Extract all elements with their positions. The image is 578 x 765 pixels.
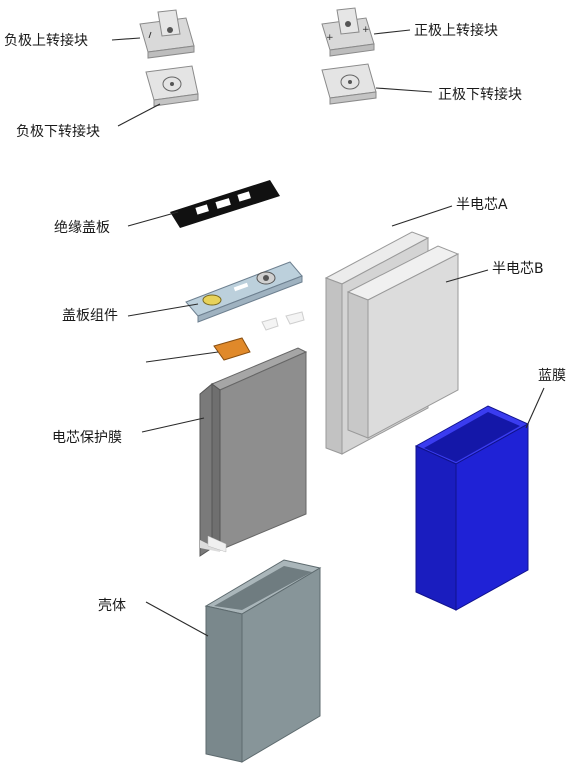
- pos-lower-tab-label: 正极下转接块: [438, 86, 522, 103]
- insulation-cover-label: 绝缘盖板: [54, 220, 110, 236]
- tab-connector-part: [213, 337, 251, 361]
- core-protect-film-leader: [141, 417, 205, 433]
- half-core-b-label: 半电芯B: [492, 261, 544, 277]
- neg-upper-tab-leader: [111, 37, 141, 41]
- neg-lower-tab-part: [145, 65, 199, 107]
- core-protect-film-label: 电芯保护膜: [52, 430, 122, 446]
- pos-upper-tab-leader: [373, 29, 411, 35]
- connector-shards: [261, 311, 305, 331]
- cover-assembly-leader: [127, 303, 199, 317]
- half-core-a-leader: [391, 205, 453, 227]
- svg-text:+: +: [326, 33, 334, 43]
- pos-upper-tab-part: + +: [321, 7, 375, 57]
- cover-assembly-part: [185, 261, 303, 323]
- neg-upper-tab-part: [139, 9, 195, 59]
- shell-label: 壳体: [98, 597, 126, 614]
- tab-connector-leader: [145, 351, 219, 363]
- core-protect-film-part: [199, 347, 308, 557]
- pos-lower-tab-part: [321, 63, 377, 105]
- blue-film-label: 蓝膜: [538, 368, 566, 384]
- half-core-b-part: [346, 245, 460, 439]
- half-core-a-label: 半电芯A: [456, 197, 508, 213]
- shell-part: [204, 559, 322, 763]
- pos-upper-tab-label: 正极上转接块: [414, 22, 498, 39]
- neg-lower-tab-label: 负极下转接块: [16, 123, 100, 140]
- insulation-cover-part: [170, 180, 280, 228]
- svg-text:+: +: [362, 25, 370, 35]
- half-core-b-leader: [445, 269, 489, 283]
- pos-lower-tab-leader: [375, 87, 433, 93]
- cover-assembly-label: 盖板组件: [62, 308, 118, 324]
- blue-film-part: [414, 405, 530, 611]
- insulation-cover-leader: [127, 211, 179, 227]
- neg-upper-tab-label: 负极上转接块: [4, 32, 88, 49]
- blue-film-leader: [525, 387, 545, 429]
- neg-lower-tab-leader: [117, 103, 161, 127]
- shell-leader: [145, 601, 209, 637]
